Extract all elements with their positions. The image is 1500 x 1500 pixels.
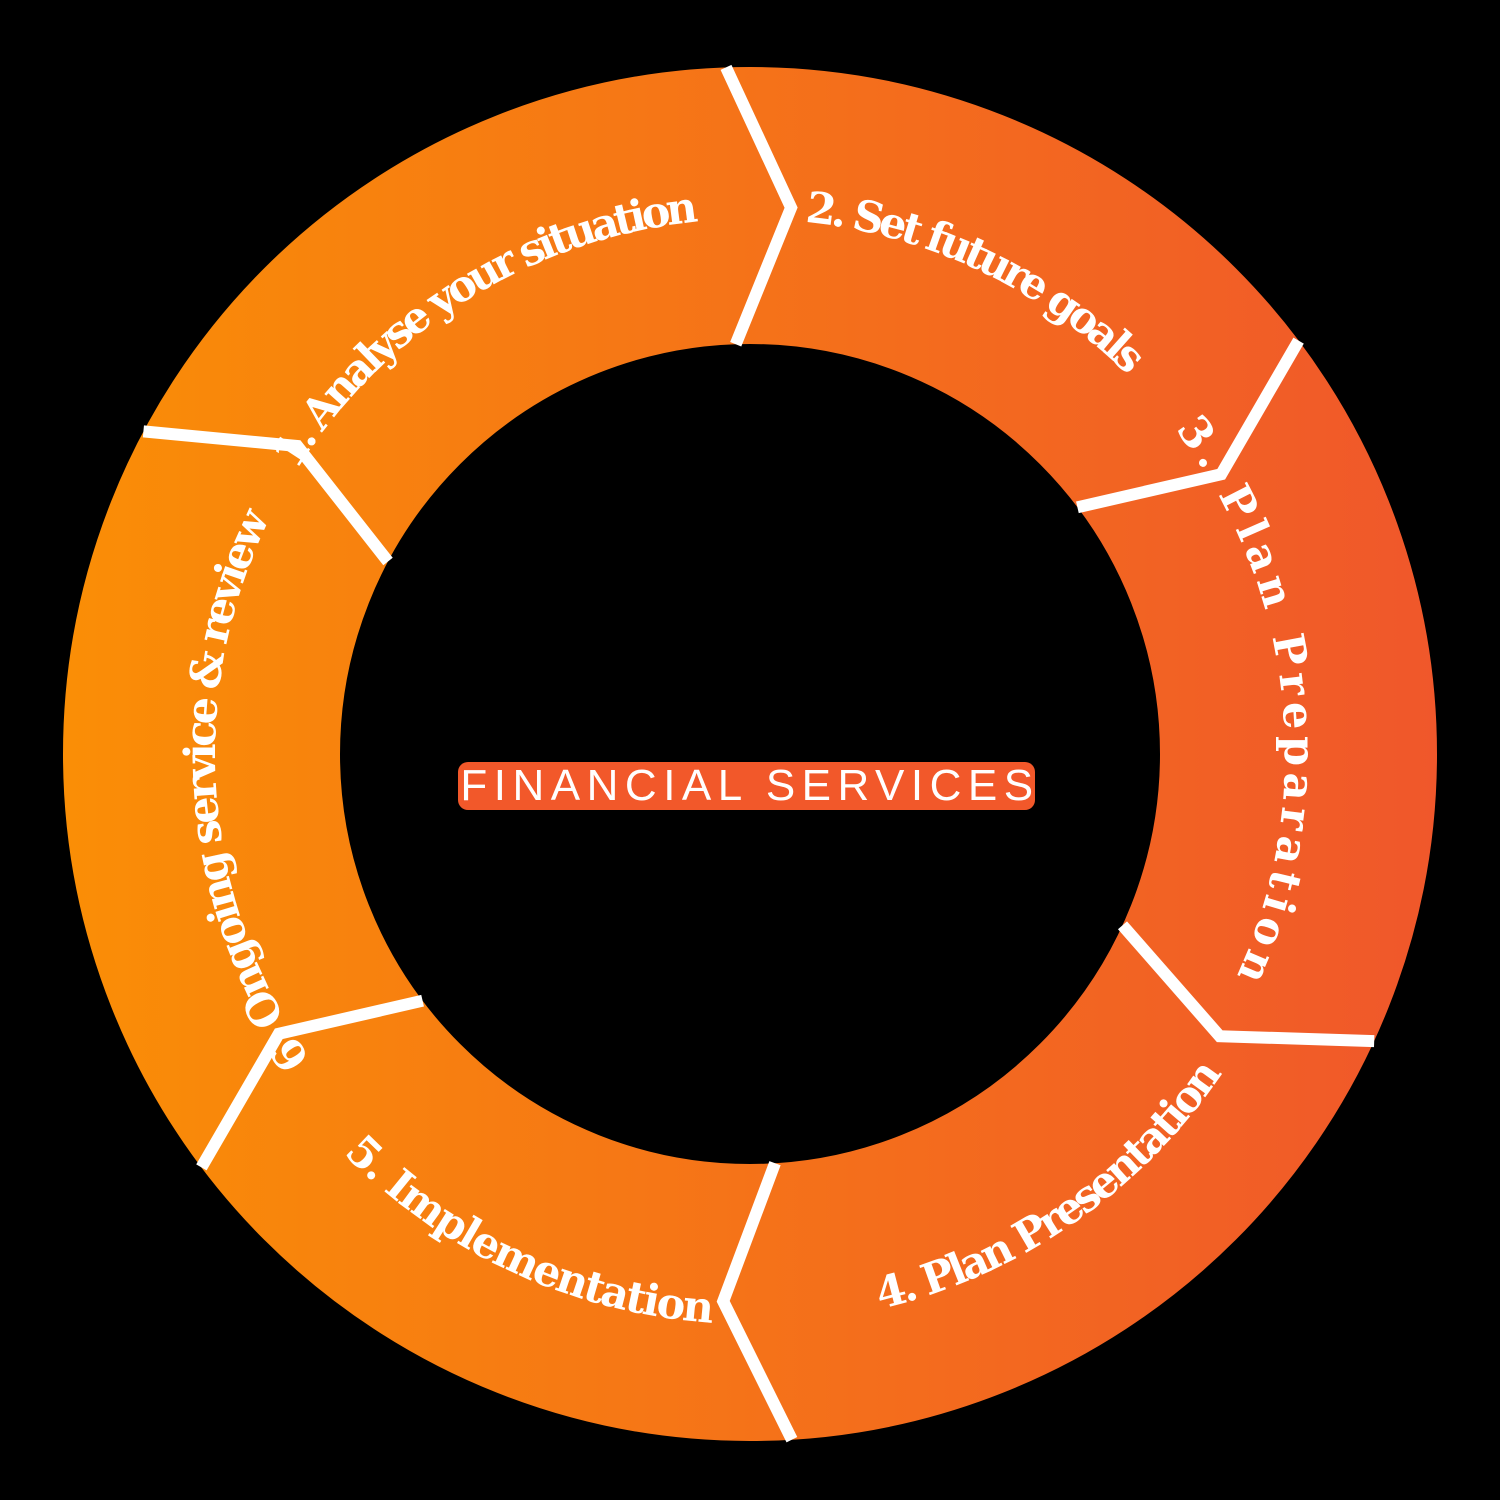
segment-dividers xyxy=(142,64,1375,1443)
center-badge-background xyxy=(458,762,1035,810)
divider-step4-step5 xyxy=(716,1161,798,1443)
divider-step1-step2 xyxy=(720,64,798,347)
divider-step6-step1 xyxy=(142,425,393,566)
divider-step3-step4 xyxy=(1117,921,1375,1048)
divider-step5-step6 xyxy=(196,994,424,1171)
process-ring xyxy=(63,67,1437,1441)
divider-step2-step3 xyxy=(1076,337,1304,514)
center-badge-label: FINANCIAL SERVICES xyxy=(460,761,1039,810)
center-badge: FINANCIAL SERVICES xyxy=(458,761,1039,810)
